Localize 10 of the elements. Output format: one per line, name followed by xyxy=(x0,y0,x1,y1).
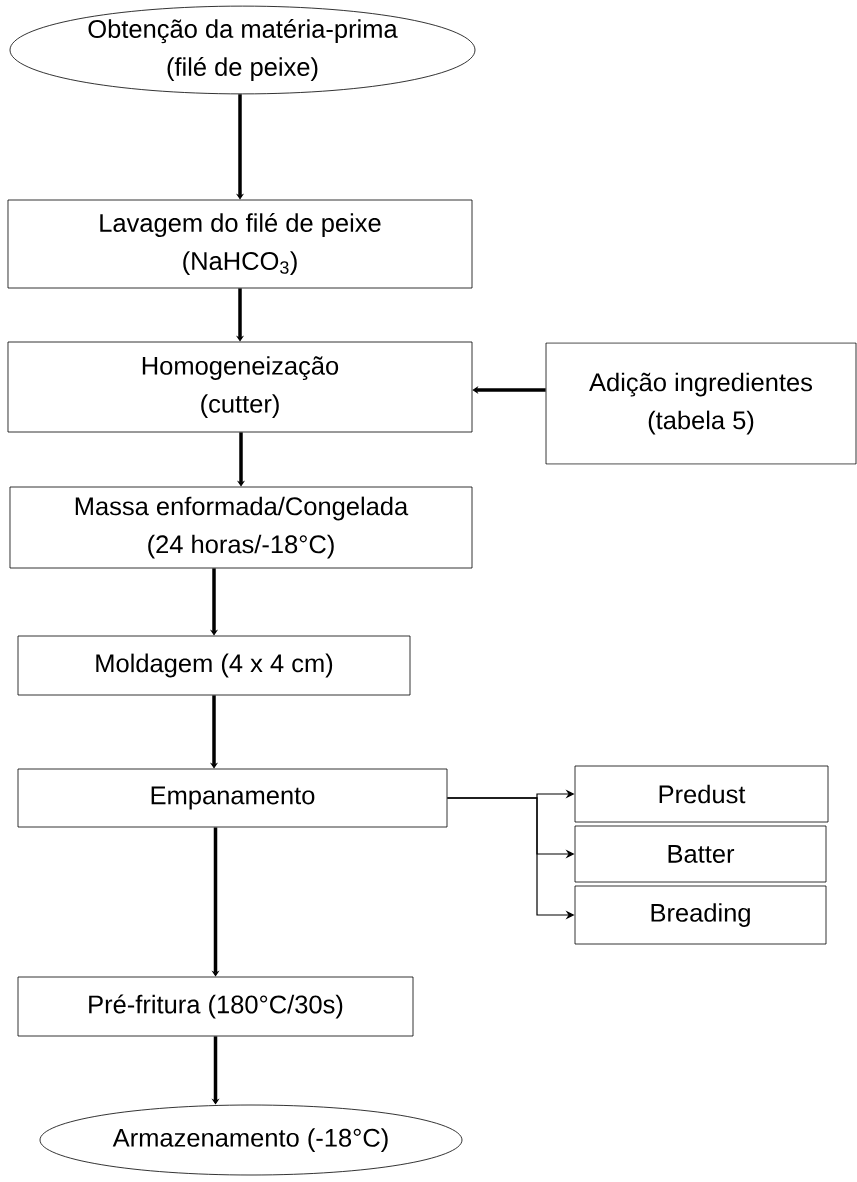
process-box: Massa enformada/Congelada (24 horas/-18°C) xyxy=(9,486,473,569)
process-box: Lavagem do filé de peixe (NaHCO$_{3}$) xyxy=(7,199,473,289)
process-box: Adição ingredientes (tabela 5) xyxy=(545,342,857,465)
process-box: Pré-fritura (180°C/30s) xyxy=(17,976,414,1037)
process-box: Moldagem (4 x 4 cm) xyxy=(17,635,411,696)
process-box: Batter xyxy=(574,825,827,883)
process-box: Predust xyxy=(574,765,829,823)
process-box: Breading xyxy=(574,885,827,945)
process-box: Empanamento xyxy=(17,768,448,828)
process-box: Homogeneização (cutter) xyxy=(7,341,473,433)
